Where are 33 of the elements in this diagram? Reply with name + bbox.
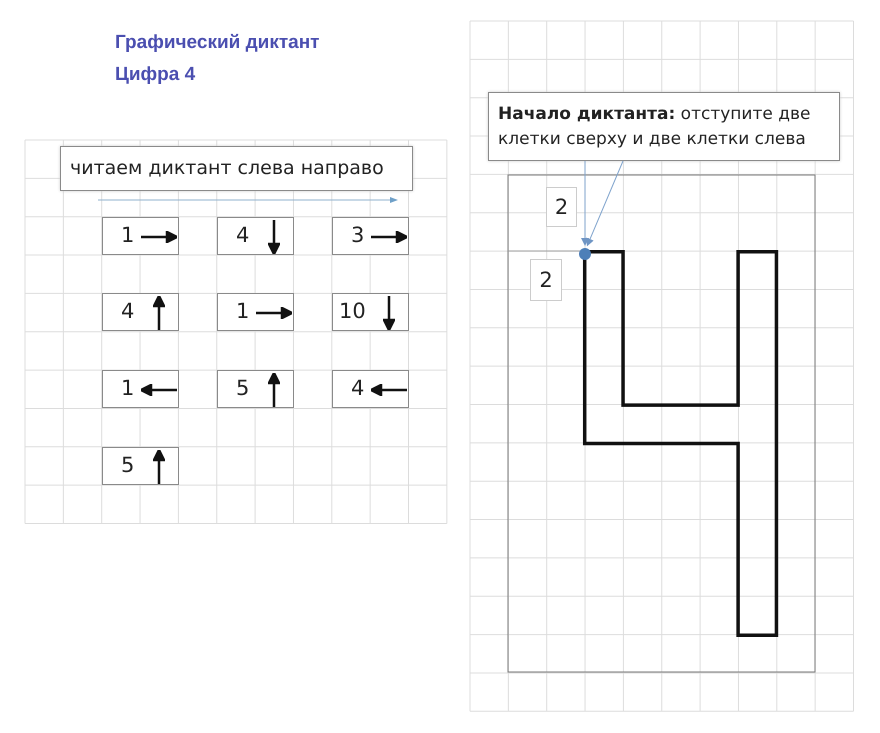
number: 2 xyxy=(554,195,568,219)
step-box xyxy=(102,370,179,408)
step-count: 10 xyxy=(339,299,366,323)
step-box xyxy=(217,217,294,255)
leader-line xyxy=(586,160,624,246)
step-box xyxy=(102,217,179,255)
step-count: 3 xyxy=(351,223,364,247)
step-box xyxy=(217,293,294,331)
step-box xyxy=(217,370,294,408)
callout-box xyxy=(488,92,840,161)
step-box xyxy=(332,217,409,255)
number: 2 xyxy=(539,268,553,292)
step-count: 5 xyxy=(236,376,250,400)
start-point xyxy=(579,245,591,257)
step-count: 1 xyxy=(236,299,250,323)
leader-line xyxy=(581,160,589,246)
step-box xyxy=(332,370,409,408)
step-box xyxy=(102,447,179,485)
title: Графический диктант xyxy=(115,32,320,54)
subtitle: Цифра 4 xyxy=(115,64,196,86)
number-box xyxy=(530,259,562,301)
step-count: 4 xyxy=(351,376,364,400)
step-count: 1 xyxy=(121,376,134,400)
callout-text: читаем диктант слева направо xyxy=(70,156,384,181)
step-box xyxy=(332,293,409,331)
number-box xyxy=(546,187,577,227)
step-count: 4 xyxy=(236,223,250,247)
step-count: 1 xyxy=(121,223,134,247)
step-count: 4 xyxy=(121,299,134,323)
step-count: 5 xyxy=(121,453,134,477)
step-box xyxy=(102,293,179,331)
callout-text: Начало диктанта: отступите две клетки сверху и две клетки слева xyxy=(498,102,812,150)
callout-box xyxy=(60,146,413,191)
